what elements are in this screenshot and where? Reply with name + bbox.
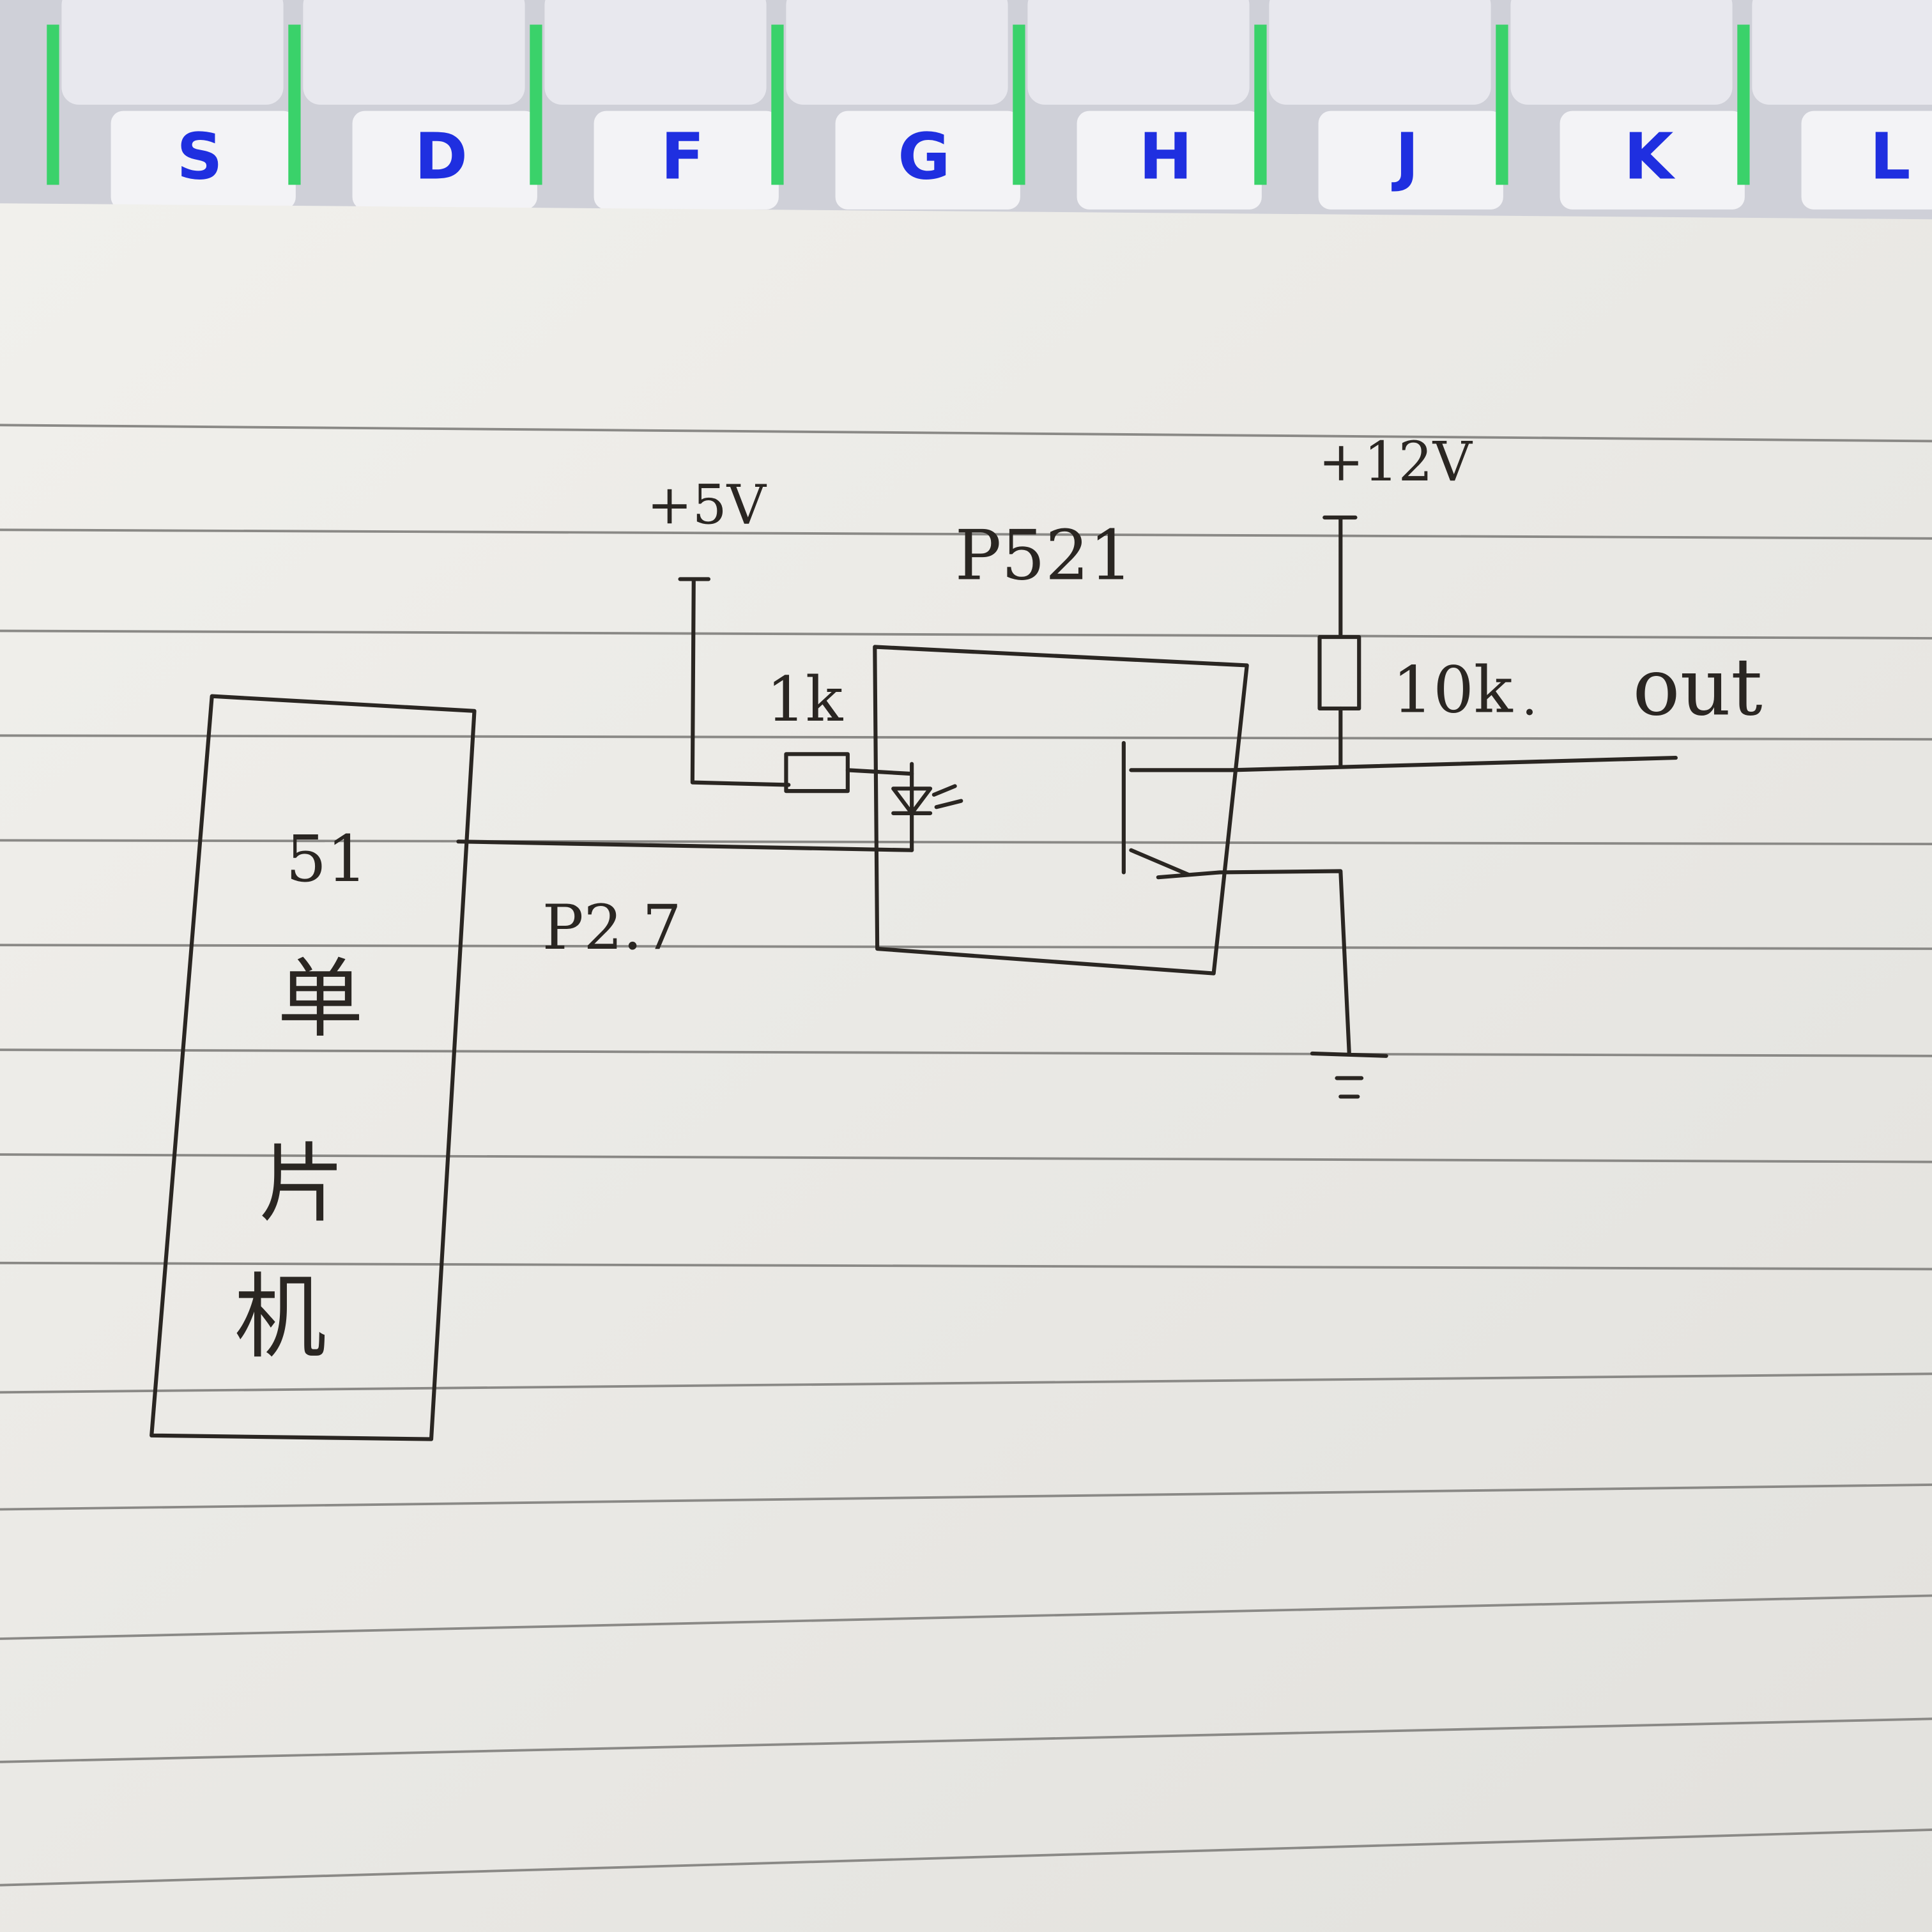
key-label: L [1869,119,1910,194]
key-backlight [1496,24,1508,185]
ruled-lines [0,424,1932,1887]
key-backlight [530,24,542,185]
ground-symbol [1218,869,1388,1099]
p27-wire [456,839,914,852]
5v-wire [678,577,791,787]
output-label: out [1632,642,1762,734]
dot-mark: . [1522,670,1538,727]
key-h: H [1013,0,1262,210]
key-label: J [1392,119,1419,194]
optocoupler-label: P521 [955,516,1133,595]
key-g: G [771,0,1020,210]
key-k: K [1496,0,1745,210]
key-label: F [661,119,704,194]
mcu-label-char-2: 片 [259,1134,345,1234]
mcu-label-51: 51 [286,822,367,896]
key-f: F [530,0,779,210]
key-label: K [1624,119,1676,194]
key-s: S [47,0,296,210]
phototransistor-symbol [1121,740,1234,880]
key-backlight [288,24,301,185]
key-backlight [1013,24,1025,185]
key-backlight [1737,24,1750,185]
resistor-10k-label: 10k [1392,653,1514,728]
notebook-paper [0,203,1932,1932]
output-wire [1230,706,1678,772]
resistor-1k-label: 1k [767,664,844,735]
resistor-1k-wire [845,768,914,776]
key-label: S [176,119,222,194]
key-label: D [415,119,468,194]
key-j: J [1254,0,1503,210]
optocoupler-box [873,645,1249,976]
led-symbol [891,762,963,852]
resistor-1k [784,752,850,793]
key-backlight [1254,24,1267,185]
12v-wire [1322,515,1358,637]
supply-5v-label: +5V [647,474,767,537]
mcu-label-char-3: 机 [234,1264,326,1372]
supply-12v-label: +12V [1319,431,1473,494]
key-backlight [771,24,784,185]
key-label: H [1138,119,1192,194]
key-label: G [898,119,950,194]
key-d: D [288,0,537,210]
key-l: L [1737,0,1932,210]
key-backlight [47,24,59,185]
mcu-label-char-1: 单 [277,949,364,1049]
pin-label-p27: P2.7 [542,892,682,963]
mcu-box [150,694,477,1441]
